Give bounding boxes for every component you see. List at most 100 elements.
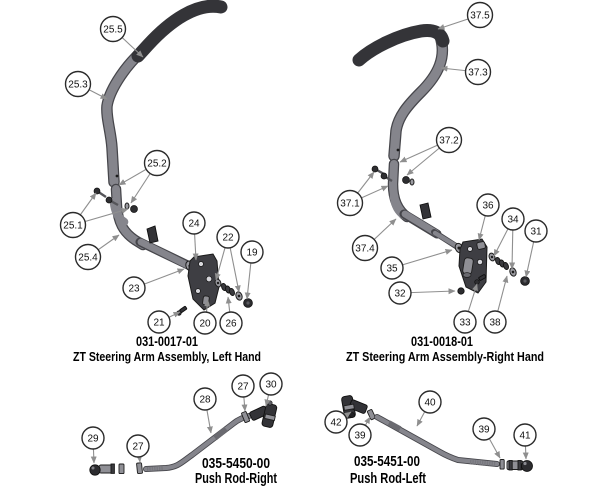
threaded-end <box>469 459 497 467</box>
left-steering-arm-assembly: 25.5 25.3 25.2 25.1 25.4 23 21 24 22 19 … <box>59 0 264 364</box>
callout-label: 25.4 <box>78 253 98 264</box>
callout-label: 39 <box>354 431 366 442</box>
callout-label: 24 <box>188 219 200 230</box>
lock-nut <box>520 276 530 286</box>
arm-bracket <box>187 253 220 311</box>
callout-balloon: 33 <box>453 310 477 334</box>
callout-label: 37.5 <box>470 11 490 22</box>
callout-balloon: 30 <box>259 372 283 396</box>
callout-label: 33 <box>459 318 471 329</box>
callout-balloon: 22 <box>216 225 240 249</box>
assembly-title: Push Rod-Left <box>350 471 426 487</box>
bracket-boss <box>462 257 474 275</box>
callout-label: 27 <box>132 442 144 453</box>
callout-label: 25.3 <box>68 80 88 91</box>
callout-balloon: 23 <box>122 276 146 300</box>
callout-label: 34 <box>507 215 519 226</box>
callout-label: 25.2 <box>147 159 167 170</box>
callout-label: 25.5 <box>103 25 123 36</box>
callout-label: 26 <box>225 319 237 330</box>
callout-balloon: 37.4 <box>351 234 379 262</box>
callout-label: 21 <box>153 318 165 329</box>
callout-label: 42 <box>330 418 342 429</box>
callout-label: 19 <box>246 248 258 259</box>
threaded-end <box>146 465 164 472</box>
assembly-title: Push Rod-Right <box>195 471 277 487</box>
callout-balloon: 40 <box>418 390 442 414</box>
handle-grip <box>131 0 228 63</box>
ball-joint-end <box>506 460 533 472</box>
callout-balloon: 42 <box>324 410 348 434</box>
callout-balloon: 38 <box>483 310 507 334</box>
callout-label: 38 <box>489 318 501 329</box>
callout-balloon: 37.5 <box>466 1 494 29</box>
callout-balloon: 27 <box>231 374 255 398</box>
callout-balloon: 37.1 <box>336 189 364 217</box>
callout-balloon: 36 <box>476 193 500 217</box>
callout-balloon: 19 <box>240 240 264 264</box>
arm-tab <box>419 202 432 220</box>
callout-label: 30 <box>265 380 277 391</box>
push-rod-left-assembly: 42 39 40 39 41 035-5451-00 Push Rod-Left <box>324 390 537 487</box>
steering-arm <box>399 202 462 251</box>
callout-label: 32 <box>394 289 406 300</box>
push-rod-right-assembly: 29 27 28 27 30 035-5450-00 Push Rod-Righ… <box>81 372 283 487</box>
callout-label: 40 <box>424 398 436 409</box>
callout-label: 27 <box>237 382 249 393</box>
arm-bracket <box>458 238 488 294</box>
callout-balloon: 32 <box>388 281 412 305</box>
callout-label: 36 <box>482 201 494 212</box>
ball-joint-end <box>89 463 115 476</box>
callout-label: 35 <box>386 264 398 275</box>
rod-nut <box>366 409 376 421</box>
callout-balloon: 21 <box>147 310 171 334</box>
tube-hole <box>396 148 400 152</box>
assembly-title: ZT Steering Arm Assembly-Right Hand <box>346 349 544 364</box>
callout-label: 39 <box>478 425 490 436</box>
bracket-boss-top <box>476 241 486 250</box>
callout-balloon: 37.3 <box>464 58 492 86</box>
leader-lines-left-assembly <box>72 28 253 324</box>
callout-balloon: 26 <box>219 311 243 335</box>
assembly-title: ZT Steering Arm Assembly, Left Hand <box>73 349 261 364</box>
steering-shaft <box>109 183 149 251</box>
lock-nut <box>243 298 253 308</box>
callout-balloon: 20 <box>193 311 217 335</box>
callout-label: 28 <box>199 395 211 406</box>
callout-label: 37.1 <box>340 199 360 210</box>
callout-label: 22 <box>222 233 234 244</box>
callout-balloon: 27 <box>126 434 150 458</box>
callout-balloon: 25.2 <box>143 149 171 177</box>
arm-tab <box>146 225 159 244</box>
steering-handle-tube <box>388 30 449 162</box>
tube-hole <box>115 174 119 178</box>
part-number: 031-0018-01 <box>411 334 473 349</box>
callout-label: 37.2 <box>439 136 459 147</box>
handle-grip <box>352 24 450 67</box>
steering-arm <box>135 225 197 272</box>
callout-balloon: 34 <box>501 207 525 231</box>
callout-label: 31 <box>530 227 542 238</box>
push-rod <box>374 414 500 467</box>
part-number: 035-5450-00 <box>202 455 270 472</box>
callout-balloon: 25.5 <box>99 15 127 43</box>
rod-nut <box>136 462 143 475</box>
callout-label: 41 <box>519 431 531 442</box>
callout-balloon: 25.4 <box>74 243 102 271</box>
callout-balloon: 41 <box>513 423 537 447</box>
callout-balloon: 37.2 <box>435 126 463 154</box>
pivot-bolt <box>176 306 188 316</box>
steering-shaft <box>387 158 413 223</box>
rod-collar <box>387 420 402 432</box>
flange-nut <box>457 287 465 295</box>
callout-balloon: 25.3 <box>64 70 92 98</box>
callout-balloon: 35 <box>380 256 404 280</box>
callout-balloon: 39 <box>472 417 496 441</box>
right-steering-arm-assembly: 37.5 37.3 37.2 37.1 37.4 35 32 36 34 31 … <box>336 1 548 364</box>
callout-balloon: 28 <box>193 387 217 411</box>
washer-stack <box>488 252 530 286</box>
callout-balloon: 39 <box>348 423 372 447</box>
rod-collar <box>213 426 228 441</box>
clamp-bolts <box>371 165 415 186</box>
